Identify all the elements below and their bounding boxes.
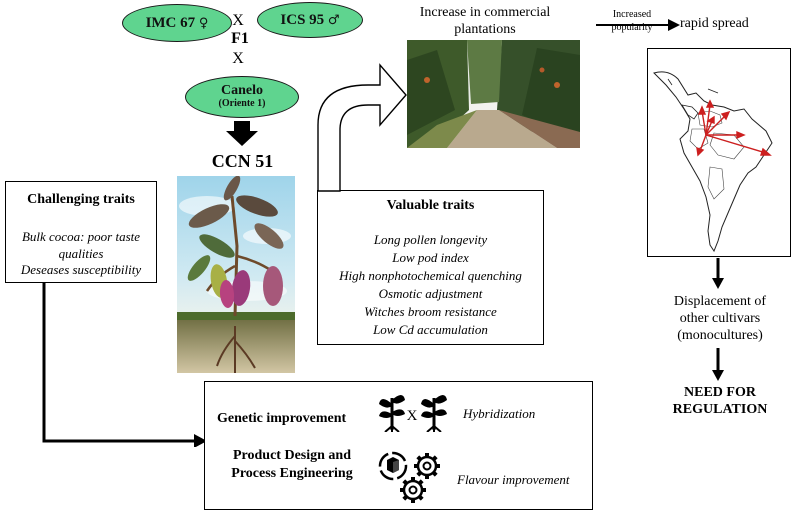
valuable-trait-item: Osmotic adjustment [378, 286, 483, 301]
canelo-origin: (Oriente 1) [218, 98, 266, 110]
plantations-title-line1: Increase in commercial [419, 5, 551, 20]
challenging-traits-title: Challenging traits [27, 192, 135, 207]
seedling-icon [421, 395, 447, 432]
ccn51-title: CCN 51 [211, 151, 274, 171]
valuable-trait-item: Low Cd accumulation [373, 322, 488, 337]
canelo-oval: Canelo (Oriente 1) [185, 76, 299, 118]
rapid-spread-label: rapid spread [680, 16, 749, 31]
regulation-line2: REGULATION [672, 402, 768, 417]
challenging-traits-box: Challenging traits Bulk cocoa: poor tast… [5, 181, 157, 283]
parent-female-oval: IMC 67 ♀ [122, 4, 232, 42]
displacement-line2: other cultivars [679, 311, 761, 326]
seedling-icon [379, 395, 405, 432]
valuable-trait-item: Witches broom resistance [364, 304, 497, 319]
valuable-traits-title: Valuable traits [386, 198, 475, 213]
female-symbol-icon: ♀ [198, 15, 209, 31]
parent-male-oval: ICS 95 ♂ [257, 2, 363, 38]
right-arrow-icon [596, 19, 680, 31]
plant-illustration [177, 176, 295, 373]
valuable-traits-box: Valuable traits Long pollen longevity Lo… [317, 190, 544, 345]
valuable-trait-item: High nonphotochemical quenching [339, 268, 522, 283]
parent-female-label: IMC 67 [145, 14, 196, 31]
product-design-line2: Process Engineering [231, 466, 353, 481]
plantation-photo [407, 40, 580, 148]
flavour-improvement-label: Flavour improvement [457, 472, 570, 487]
popularity-label: Increased popularity [596, 8, 668, 34]
f1-label: F1 [231, 30, 249, 47]
hybridization-label: Hybridization [463, 406, 536, 421]
popularity-label-line2: popularity [611, 22, 653, 33]
displacement-label: Displacement of other cultivars (monocul… [650, 293, 790, 344]
curved-arrow-icon [317, 63, 407, 192]
displacement-line3: (monocultures) [677, 328, 763, 343]
map-box [647, 48, 791, 257]
hybridization-cross-symbol: X [406, 408, 418, 424]
down-arrow-map-icon [712, 258, 724, 289]
valuable-trait-item: Long pollen longevity [373, 232, 488, 247]
valuable-trait-item: Low pod index [392, 250, 469, 265]
box-gears-icon [378, 451, 440, 503]
cross-symbol: X [232, 12, 244, 29]
connector-arrow-icon [42, 282, 207, 447]
cross-symbol-2: X [232, 50, 244, 67]
plantations-title-line2: plantations [454, 22, 516, 37]
product-design-line1: Product Design and [233, 448, 351, 463]
plantations-title: Increase in commercial plantations [395, 4, 575, 38]
regulation-line1: NEED FOR [684, 385, 756, 400]
popularity-label-line1: Increased [612, 9, 652, 20]
product-design-label: Product Design and Process Engineering [217, 447, 367, 483]
parent-male-label: ICS 95 [280, 11, 325, 28]
canelo-name: Canelo [221, 83, 263, 99]
down-arrow-displacement-icon [712, 348, 724, 381]
down-arrow-icon [226, 121, 258, 146]
challenging-trait-item: Bulk cocoa: poor taste qualities [21, 229, 141, 261]
male-symbol-icon: ♂ [327, 12, 340, 28]
south-america-map [653, 71, 773, 253]
regulation-label: NEED FOR REGULATION [655, 384, 785, 418]
displacement-line1: Displacement of [673, 294, 767, 309]
improvement-box: Genetic improvement X Hybridization Prod… [204, 381, 593, 510]
challenging-trait-item: Deseases susceptibility [20, 262, 142, 277]
genetic-improvement-label: Genetic improvement [217, 411, 347, 426]
